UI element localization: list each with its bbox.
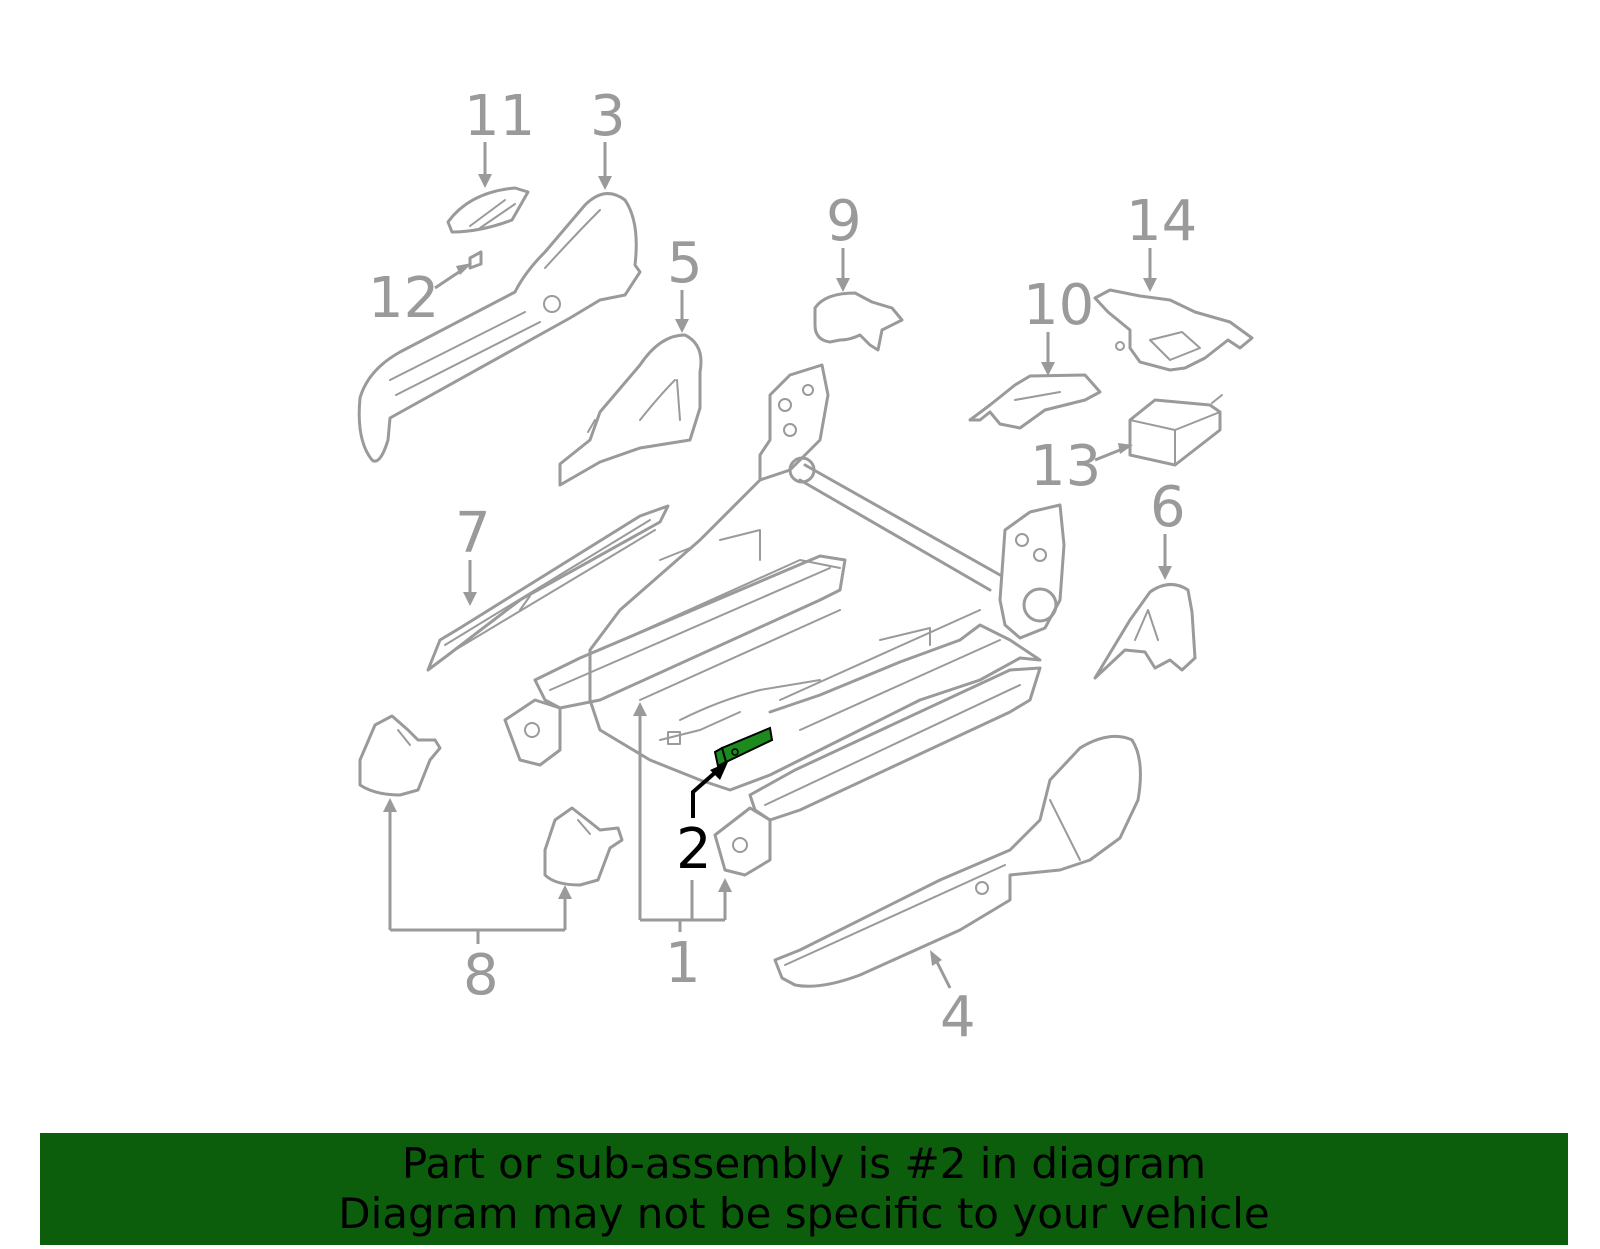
info-banner: Part or sub-assembly is #2 in diagram Di… [40,1133,1568,1245]
part-12-clip [468,250,483,270]
part-3-side-shield [357,192,642,463]
callout-10: 10 [1023,273,1094,338]
part-8-clip-right [543,806,624,887]
callout-14: 14 [1126,189,1197,254]
part-5-recliner-cover [558,333,703,487]
callout-6: 6 [1150,475,1186,540]
callout-11: 11 [464,84,535,149]
part-8-clip-left [358,714,442,797]
part-7-rail [426,504,670,672]
callout-7: 7 [455,501,491,566]
callout-2: 2 [676,817,712,882]
part-9-cap [813,291,904,352]
callout-3: 3 [590,84,626,149]
part-4-side-shield [773,734,1142,988]
part-6-recliner-cover [1093,583,1197,680]
part-11-cap [446,186,530,234]
part-10-bracket [968,373,1102,430]
banner-line-part: Part or sub-assembly is #2 in diagram [401,1139,1207,1188]
part-2-highlighted [713,726,774,768]
part-14-bracket [1093,288,1254,372]
callout-9: 9 [826,189,862,254]
callout-13: 13 [1030,434,1101,499]
banner-line-disclaimer: Diagram may not be specific to your vehi… [338,1189,1270,1238]
part-13-module [1128,394,1223,467]
callout-8: 8 [463,943,499,1008]
callout-12: 12 [368,266,439,331]
callout-1: 1 [665,931,701,996]
callout-4: 4 [940,985,976,1050]
part-1-seat-frame [503,363,1066,877]
callout-5: 5 [667,231,703,296]
callout-arrows [383,142,1172,989]
